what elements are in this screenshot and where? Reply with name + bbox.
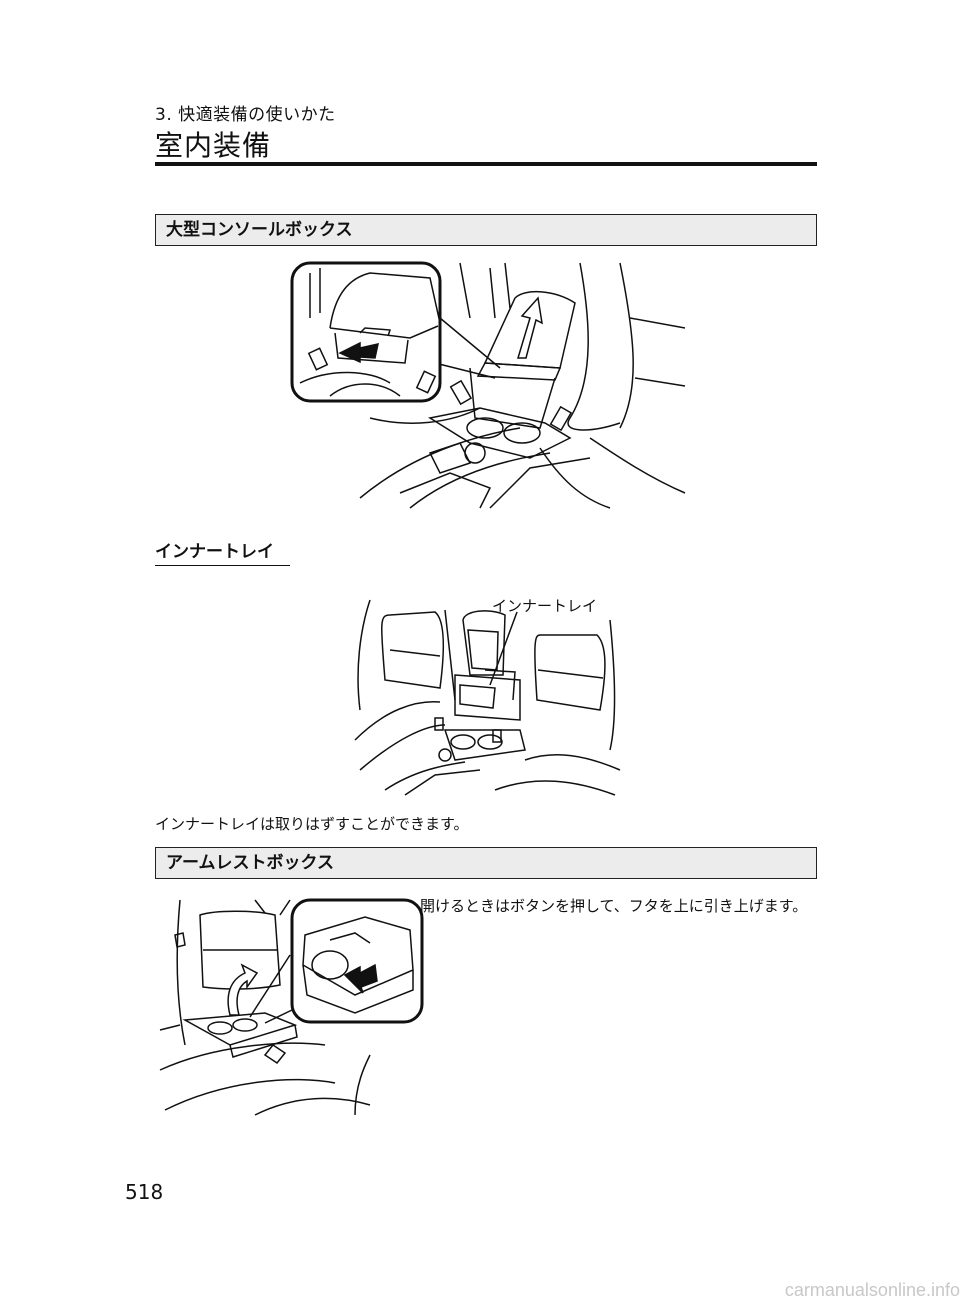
- inner-tray-subheading: インナートレイ: [155, 537, 290, 566]
- console-box-heading: 大型コンソールボックス: [155, 214, 817, 246]
- armrest-box-heading-text: アームレストボックス: [166, 853, 334, 873]
- page-title: 室内装備: [155, 129, 272, 162]
- armrest-box-description: 開けるときはボタンを押して、フタを上に引き上げます。: [420, 897, 808, 915]
- armrest-box-heading: アームレストボックス: [155, 847, 817, 879]
- footer-watermark: carmanualsonline.info: [784, 1280, 960, 1300]
- console-box-heading-text: 大型コンソールボックス: [166, 220, 353, 240]
- armrest-box-illustration: [155, 895, 427, 1125]
- inner-tray-description: インナートレイは取りはずすことができます。: [155, 815, 469, 833]
- title-rule: [155, 162, 817, 166]
- inner-tray-callout: インナートレイ: [492, 597, 598, 615]
- inner-tray-illustration: [345, 590, 635, 795]
- console-box-illustration: [290, 258, 690, 508]
- page-number: 518: [125, 1180, 164, 1204]
- chapter-label: 3. 快適装備の使いかた: [155, 105, 336, 125]
